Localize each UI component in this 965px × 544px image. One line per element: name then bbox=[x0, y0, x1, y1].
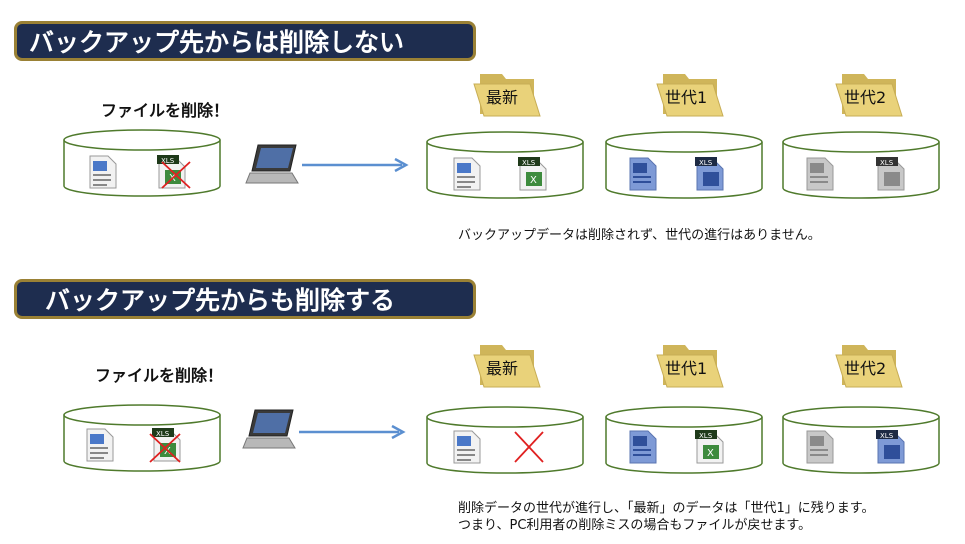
svg-text:XLS: XLS bbox=[880, 159, 894, 167]
backup-arrow bbox=[302, 157, 410, 176]
note-line: バックアップデータは削除されず、世代の進行はありません。 bbox=[458, 228, 821, 243]
folder-label: 世代2 bbox=[844, 359, 887, 378]
delete-x-icon bbox=[148, 432, 182, 464]
section2-banner: バックアップ先からも削除する bbox=[14, 279, 476, 319]
svg-text:XLS: XLS bbox=[880, 432, 894, 440]
doc-file-icon bbox=[805, 430, 835, 464]
section1-note: バックアップデータは削除されず、世代の進行はありません。 bbox=[458, 227, 821, 244]
doc-file-icon bbox=[85, 428, 115, 462]
section2-caption: ファイルを削除！ bbox=[95, 366, 224, 385]
doc-file-icon bbox=[628, 157, 658, 191]
svg-text:XLS: XLS bbox=[161, 157, 175, 165]
folder-label: 最新 bbox=[486, 88, 519, 107]
section2-note: 削除データの世代が進行し、「最新」のデータは「世代1」に残ります。 つまり、PC… bbox=[458, 500, 874, 534]
laptop-icon bbox=[244, 143, 300, 189]
doc-file-icon bbox=[88, 155, 118, 189]
xls-file-icon: XLS X bbox=[518, 157, 548, 191]
folder-label: 最新 bbox=[486, 359, 519, 378]
xls-file-icon: XLS bbox=[876, 157, 906, 191]
backup-arrow bbox=[299, 424, 407, 443]
doc-file-icon bbox=[452, 157, 482, 191]
xls-file-icon: XLS bbox=[876, 430, 906, 464]
xls-file-icon: XLS X bbox=[695, 430, 725, 464]
backup-disk-latest bbox=[425, 405, 585, 475]
section1-banner-title: バックアップ先からは削除しない bbox=[29, 28, 405, 57]
note-line: つまり、PC利用者の削除ミスの場合もファイルが戻せます。 bbox=[458, 518, 812, 533]
svg-text:XLS: XLS bbox=[699, 432, 713, 440]
folder-icon-gen1: 世代1 bbox=[655, 70, 725, 118]
folder-icon-latest: 最新 bbox=[472, 70, 542, 118]
laptop-icon bbox=[241, 408, 297, 454]
folder-label: 世代2 bbox=[844, 88, 887, 107]
backup-disk-gen1 bbox=[604, 130, 764, 200]
svg-text:XLS: XLS bbox=[699, 159, 713, 167]
svg-text:X: X bbox=[530, 175, 537, 186]
folder-icon-gen2: 世代2 bbox=[834, 341, 904, 389]
svg-text:XLS: XLS bbox=[522, 159, 536, 167]
source-disk bbox=[62, 128, 222, 198]
folder-icon-gen2: 世代2 bbox=[834, 70, 904, 118]
doc-file-icon bbox=[452, 430, 482, 464]
backup-disk-latest bbox=[425, 130, 585, 200]
xls-file-icon: XLS bbox=[695, 157, 725, 191]
note-line: 削除データの世代が進行し、「最新」のデータは「世代1」に残ります。 bbox=[458, 501, 875, 516]
folder-label: 世代1 bbox=[665, 359, 708, 378]
section1-caption: ファイルを削除！ bbox=[101, 101, 230, 120]
disk-outline bbox=[63, 129, 221, 197]
folder-icon-latest: 最新 bbox=[472, 341, 542, 389]
svg-text:XLS: XLS bbox=[156, 430, 170, 438]
doc-file-icon bbox=[805, 157, 835, 191]
section1-banner: バックアップ先からは削除しない bbox=[14, 21, 476, 61]
doc-file-icon bbox=[628, 430, 658, 464]
svg-text:X: X bbox=[707, 448, 714, 459]
delete-x-icon bbox=[160, 160, 192, 190]
folder-icon-gen1: 世代1 bbox=[655, 341, 725, 389]
delete-x-icon bbox=[513, 430, 545, 464]
section2-banner-title: バックアップ先からも削除する bbox=[45, 286, 396, 315]
folder-label: 世代1 bbox=[665, 88, 708, 107]
